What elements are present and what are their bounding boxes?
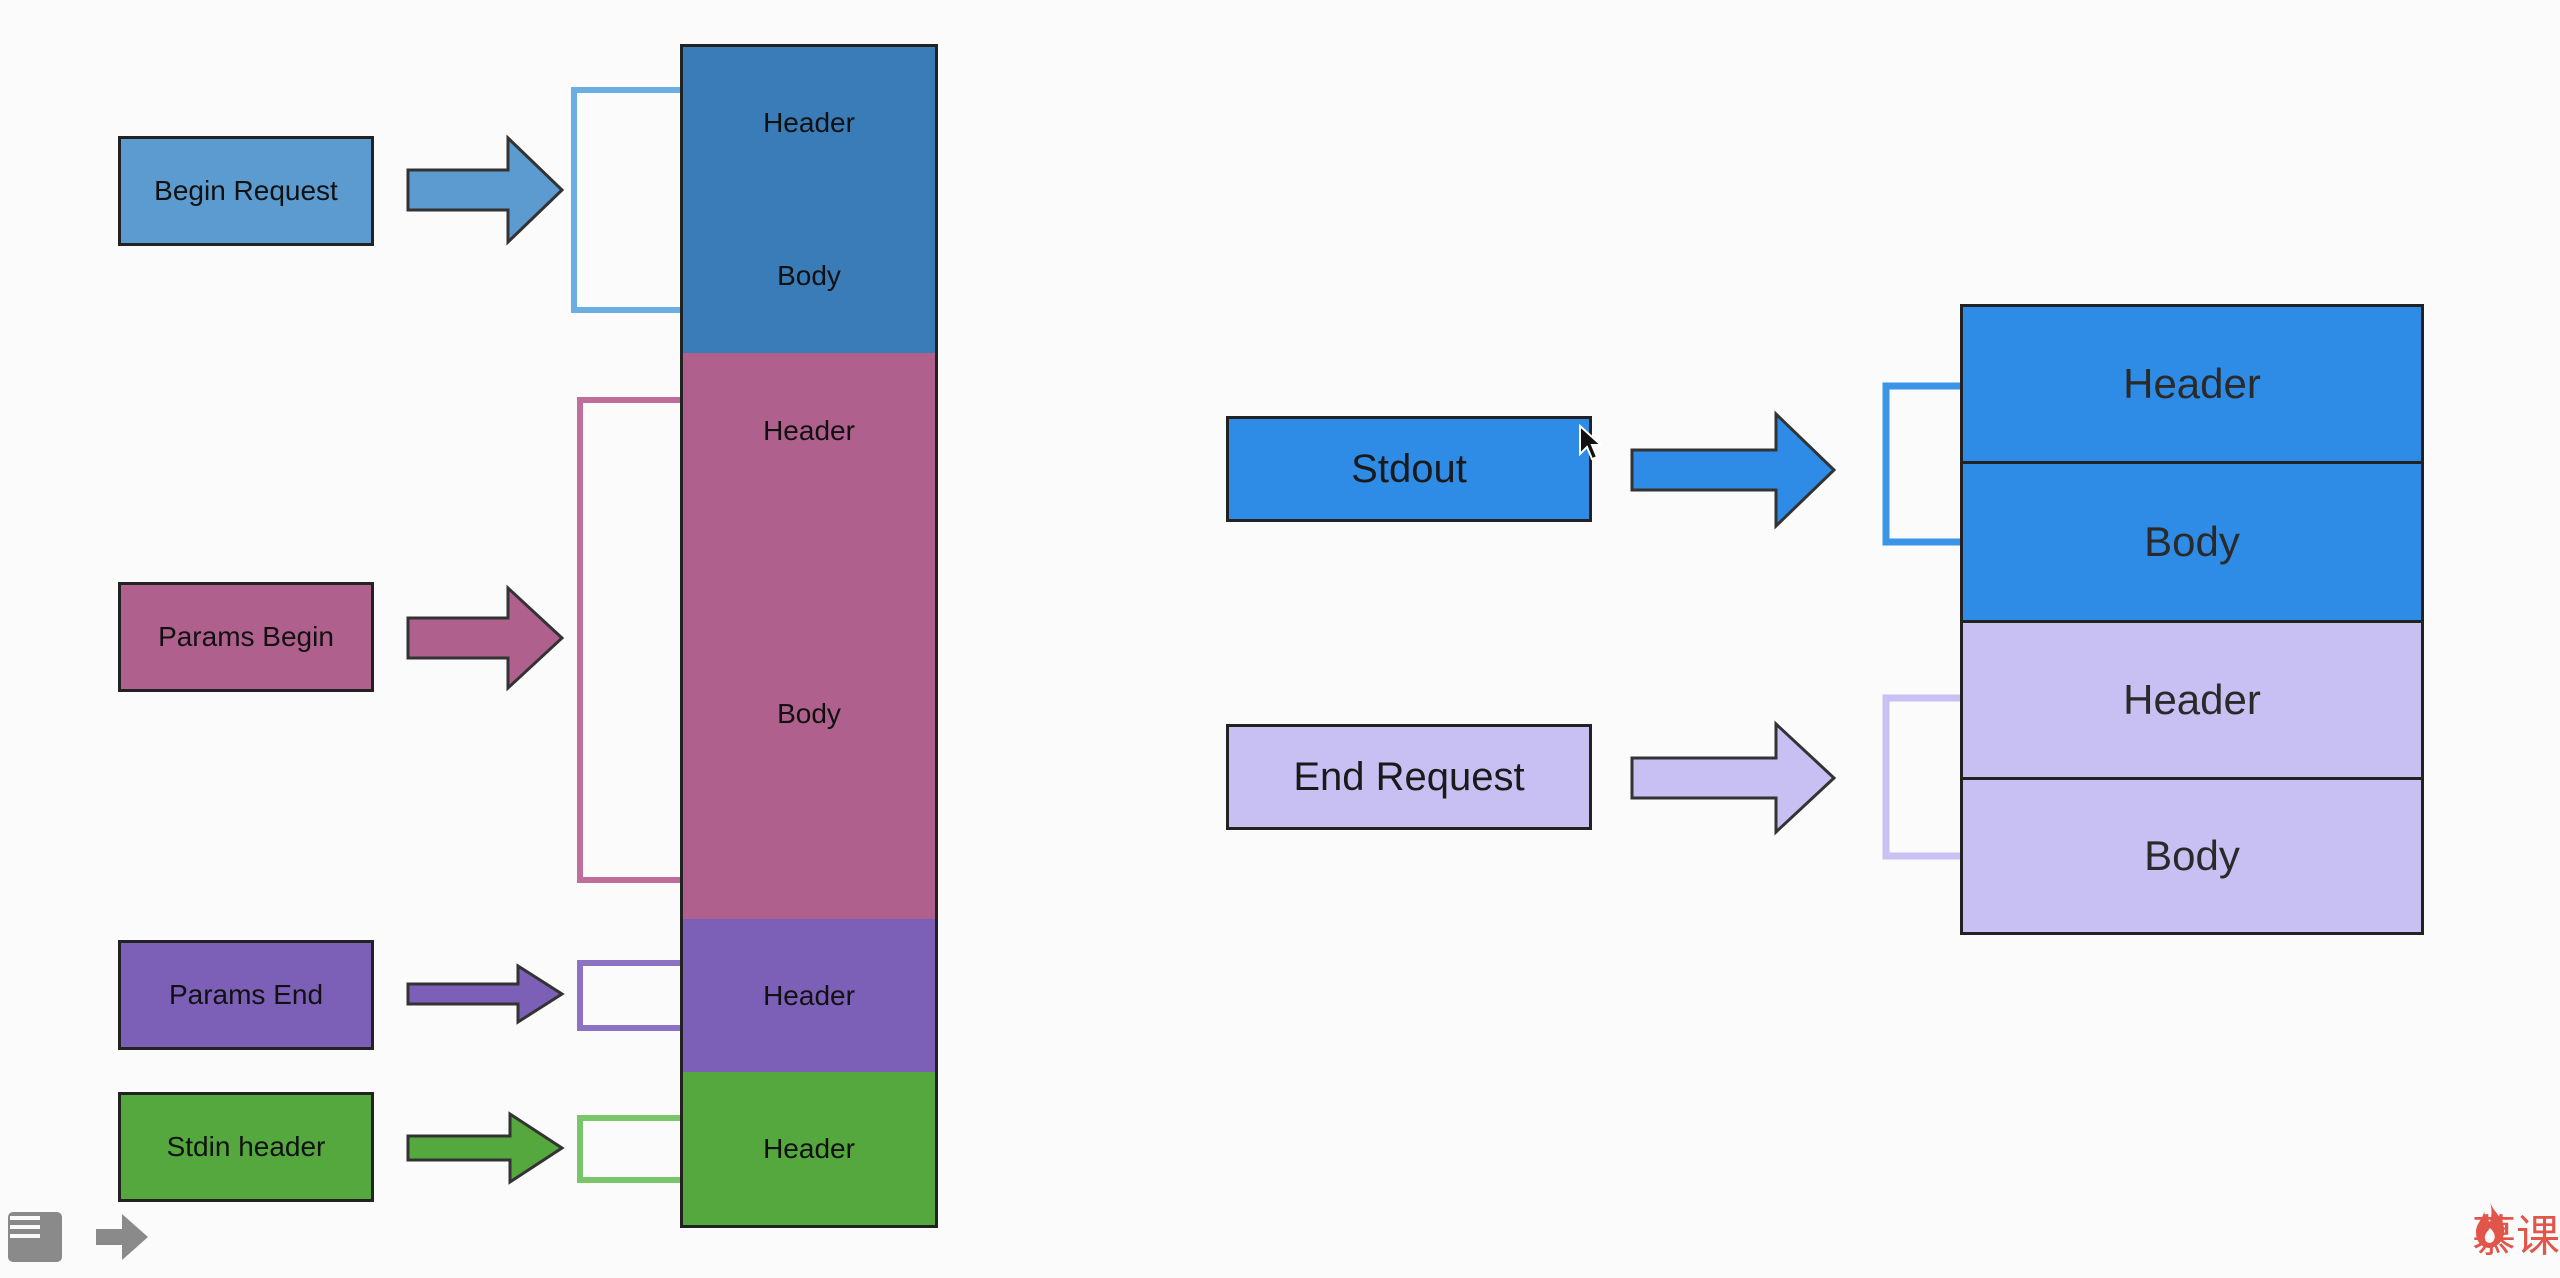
next-arrow-icon[interactable] xyxy=(92,1208,152,1266)
label-text: End Request xyxy=(1293,754,1525,799)
right-segment-body-1: Body xyxy=(1960,461,2424,623)
left-segment-header-3: Header xyxy=(680,919,938,1075)
arrow-params-begin xyxy=(406,584,565,692)
label-begin-request: Begin Request xyxy=(118,136,374,246)
segment-text: Body xyxy=(777,697,841,729)
label-text: Begin Request xyxy=(154,175,338,206)
segment-text: Body xyxy=(2144,832,2240,879)
segment-text: Header xyxy=(763,106,855,138)
arrow-stdout xyxy=(1630,410,1837,530)
label-text: Stdout xyxy=(1351,446,1467,491)
left-segment-header-1: Header xyxy=(680,44,938,201)
bracket-end-request xyxy=(1882,694,1962,860)
segment-text: Header xyxy=(763,979,855,1011)
segment-text: Body xyxy=(777,259,841,291)
segment-text: Body xyxy=(2144,518,2240,565)
flame-logo-icon xyxy=(2476,1202,2505,1248)
segment-text: Header xyxy=(763,414,855,446)
left-segment-body-1: Body xyxy=(680,198,938,356)
label-params-end: Params End xyxy=(118,940,374,1050)
label-text: Params Begin xyxy=(158,621,334,652)
left-segment-header-2: Header xyxy=(680,353,938,511)
label-params-begin: Params Begin xyxy=(118,582,374,692)
segment-text: Header xyxy=(2123,360,2261,407)
bracket-params-begin xyxy=(577,397,682,883)
segment-text: Header xyxy=(763,1132,855,1164)
bracket-begin-request xyxy=(571,87,682,313)
slides-menu-icon[interactable] xyxy=(8,1212,62,1262)
mouse-cursor-icon xyxy=(1579,424,1602,461)
segment-text: Header xyxy=(2123,676,2261,723)
arrow-params-end xyxy=(406,963,565,1025)
label-text: Stdin header xyxy=(166,1131,326,1162)
label-stdin-header: Stdin header xyxy=(118,1092,374,1202)
bracket-stdin-header xyxy=(577,1115,682,1183)
watermark: 慕课 xyxy=(2472,1200,2560,1264)
label-text: Params End xyxy=(168,979,324,1010)
left-segment-header-4: Header xyxy=(680,1072,938,1228)
arrow-end-request xyxy=(1630,720,1837,836)
label-end-request: End Request xyxy=(1226,724,1592,830)
right-segment-header-1: Header xyxy=(1960,304,2424,464)
left-segment-body-2: Body xyxy=(680,508,938,922)
bracket-stdout xyxy=(1882,382,1962,546)
right-segment-header-2: Header xyxy=(1960,620,2424,780)
arrow-stdin-header xyxy=(406,1111,565,1185)
label-stdout: Stdout xyxy=(1226,416,1592,522)
right-segment-body-2: Body xyxy=(1960,777,2424,935)
arrow-begin-request xyxy=(406,134,565,246)
bracket-params-end xyxy=(577,960,682,1031)
